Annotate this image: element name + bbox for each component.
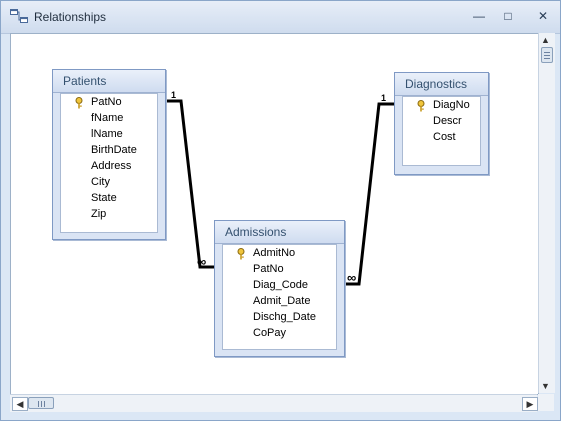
close-icon: ✕ bbox=[537, 9, 549, 23]
table-title-diagnostics[interactable]: Diagnostics bbox=[395, 73, 488, 96]
field-descr[interactable]: Descr bbox=[433, 115, 462, 127]
vertical-scrollbar[interactable]: ▲ ▼ bbox=[538, 33, 555, 393]
table-diagnostics[interactable]: Diagnostics DiagNo Descr Cost bbox=[394, 72, 489, 175]
field-cost[interactable]: Cost bbox=[433, 131, 456, 143]
minimize-icon: — bbox=[473, 9, 485, 23]
maximize-button[interactable]: □ bbox=[495, 7, 521, 25]
table-patients[interactable]: Patients PatNo fName lName BirthDate Add… bbox=[52, 69, 166, 240]
horizontal-scrollbar[interactable]: ◀ ▶ bbox=[10, 394, 538, 412]
field-list-admissions: AdmitNo PatNo Diag_Code Admit_Date Disch… bbox=[222, 244, 337, 350]
field-patno[interactable]: PatNo bbox=[253, 263, 284, 275]
relationship-many-label-diagnostics: ∞ bbox=[347, 270, 357, 285]
scrollbar-corner bbox=[538, 394, 554, 411]
relationship-line-diagnostics-admissions[interactable] bbox=[346, 102, 394, 286]
minimize-button[interactable]: — bbox=[466, 7, 492, 25]
field-list-patients: PatNo fName lName BirthDate Address City… bbox=[60, 93, 158, 233]
primary-key-icon bbox=[237, 248, 245, 260]
scroll-down-icon[interactable]: ▼ bbox=[541, 381, 550, 391]
field-lname[interactable]: lName bbox=[91, 128, 123, 140]
field-diagno[interactable]: DiagNo bbox=[433, 99, 470, 111]
relationship-line-patients-admissions[interactable] bbox=[161, 99, 214, 269]
table-admissions[interactable]: Admissions AdmitNo PatNo Diag_Code Admit… bbox=[214, 220, 345, 357]
vertical-scroll-thumb[interactable] bbox=[541, 47, 553, 63]
window-title: Relationships bbox=[34, 10, 107, 24]
field-zip[interactable]: Zip bbox=[91, 208, 107, 220]
scroll-left-icon[interactable]: ◀ bbox=[12, 397, 28, 411]
close-button[interactable]: ✕ bbox=[527, 7, 559, 25]
field-birthdate[interactable]: BirthDate bbox=[91, 144, 137, 156]
field-dischg-date[interactable]: Dischg_Date bbox=[253, 311, 316, 323]
relationship-lines bbox=[161, 99, 394, 286]
horizontal-scroll-thumb[interactable] bbox=[28, 397, 54, 409]
table-title-admissions[interactable]: Admissions bbox=[215, 221, 344, 244]
relationship-one-label-patients: 1 bbox=[171, 90, 177, 100]
primary-key-icon bbox=[417, 100, 425, 112]
relationship-one-label-diagnostics: 1 bbox=[381, 93, 387, 103]
scroll-right-icon[interactable]: ▶ bbox=[522, 397, 538, 411]
title-bar[interactable]: Relationships — □ ✕ bbox=[1, 1, 560, 34]
field-state[interactable]: State bbox=[91, 192, 117, 204]
relationships-icon bbox=[10, 9, 28, 23]
field-fname[interactable]: fName bbox=[91, 112, 124, 124]
field-list-diagnostics: DiagNo Descr Cost bbox=[402, 96, 481, 166]
field-diag-code[interactable]: Diag_Code bbox=[253, 279, 309, 291]
field-admit-date[interactable]: Admit_Date bbox=[253, 295, 311, 307]
table-title-patients[interactable]: Patients bbox=[53, 70, 165, 93]
relationships-canvas[interactable]: 1 ∞ 1 ∞ Patients PatNo fName lName Birth… bbox=[10, 33, 539, 395]
field-city[interactable]: City bbox=[91, 176, 110, 188]
scroll-up-icon[interactable]: ▲ bbox=[541, 35, 550, 45]
relationship-many-label-patients: ∞ bbox=[197, 254, 207, 269]
field-admitno[interactable]: AdmitNo bbox=[253, 247, 296, 259]
maximize-icon: □ bbox=[504, 9, 512, 23]
primary-key-icon bbox=[75, 97, 83, 109]
field-address[interactable]: Address bbox=[91, 160, 132, 172]
field-patno[interactable]: PatNo bbox=[91, 96, 122, 108]
field-copay[interactable]: CoPay bbox=[253, 327, 287, 339]
